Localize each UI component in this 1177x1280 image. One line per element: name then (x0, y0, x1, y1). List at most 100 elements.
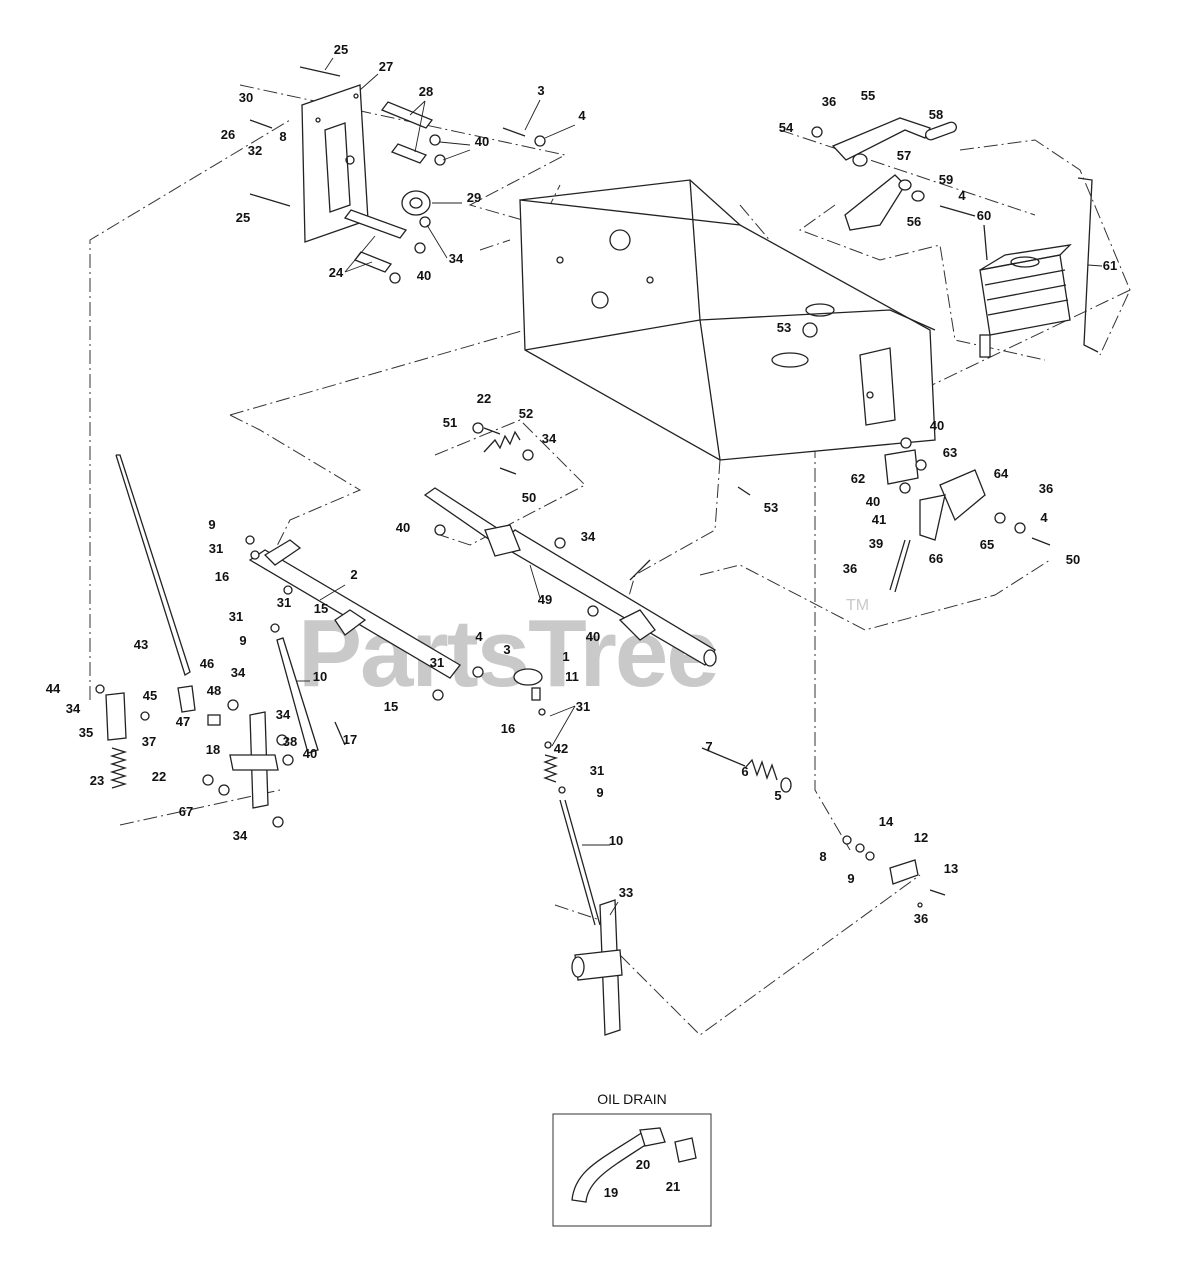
bolts (249, 66, 1051, 767)
callout-c56: 56 (907, 214, 921, 229)
callout-c43: 43 (134, 637, 148, 652)
transmission-frame (519, 179, 936, 461)
callout-c53a: 53 (777, 320, 791, 335)
callout-c29: 29 (467, 190, 481, 205)
callout-c42: 42 (554, 741, 568, 756)
callout-c31d: 31 (430, 655, 444, 670)
callout-c23: 23 (90, 773, 104, 788)
callout-c36c: 36 (843, 561, 857, 576)
callout-c36a: 36 (822, 94, 836, 109)
callout-c39: 39 (869, 536, 883, 551)
callout-c40d: 40 (866, 494, 880, 509)
callout-c17: 17 (343, 732, 357, 747)
knob (513, 668, 543, 701)
callout-c38: 38 (283, 734, 297, 749)
callout-c21: 21 (666, 1179, 680, 1194)
callout-c61: 61 (1103, 258, 1117, 273)
callout-c41: 41 (872, 512, 886, 527)
callout-c9b: 9 (239, 633, 246, 648)
link-rod-lower (538, 708, 601, 926)
control-lever (245, 535, 484, 701)
oil-drain-inset: OIL DRAIN (552, 1091, 712, 1227)
callout-c31f: 31 (590, 763, 604, 778)
callout-c9c: 9 (596, 785, 603, 800)
callout-c15a: 15 (314, 601, 328, 616)
callout-c6: 6 (741, 764, 748, 779)
inset-title: OIL DRAIN (597, 1091, 667, 1107)
callout-c40c: 40 (930, 418, 944, 433)
callout-c14: 14 (879, 814, 894, 829)
callout-c34c: 34 (581, 529, 596, 544)
callout-c34e: 34 (66, 701, 81, 716)
callout-c66: 66 (929, 551, 943, 566)
callout-c4a: 4 (578, 108, 586, 123)
callout-c24: 24 (329, 265, 344, 280)
callout-c31c: 31 (229, 609, 243, 624)
callout-c44: 44 (46, 681, 61, 696)
callout-c63: 63 (943, 445, 957, 460)
callout-c26: 26 (221, 127, 235, 142)
callout-c3b: 3 (503, 642, 510, 657)
adjust-spring (472, 422, 534, 461)
callout-c37: 37 (142, 734, 156, 749)
callout-c53b: 53 (764, 500, 778, 515)
callout-c31e: 31 (576, 699, 590, 714)
callout-c4c: 4 (1040, 510, 1048, 525)
callout-c46: 46 (200, 656, 214, 671)
callout-c22b: 22 (152, 769, 166, 784)
callout-c33: 33 (619, 885, 633, 900)
callout-c54: 54 (779, 120, 794, 135)
callout-c9d: 9 (847, 871, 854, 886)
callout-c10b: 10 (609, 833, 623, 848)
callout-c40b: 40 (417, 268, 431, 283)
callout-c8b: 8 (819, 849, 826, 864)
link-rod-upper (276, 637, 319, 754)
callout-c25b: 25 (236, 210, 250, 225)
callout-c2: 2 (350, 567, 357, 582)
callout-c47: 47 (176, 714, 190, 729)
callout-c16b: 16 (501, 721, 515, 736)
callout-c13: 13 (944, 861, 958, 876)
bracket-33 (571, 899, 623, 1036)
callout-c28: 28 (419, 84, 433, 99)
callout-c50a: 50 (522, 490, 536, 505)
callout-c20: 20 (636, 1157, 650, 1172)
callout-c9a: 9 (208, 517, 215, 532)
callout-c34g: 34 (233, 828, 248, 843)
callout-c51: 51 (443, 415, 457, 430)
callout-c31a: 31 (209, 541, 223, 556)
callout-c18: 18 (206, 742, 220, 757)
drain-elbow (639, 1127, 666, 1147)
callout-c34b: 34 (542, 431, 557, 446)
callout-c64: 64 (994, 466, 1009, 481)
right-linkage (884, 437, 1026, 593)
callout-c40f: 40 (586, 629, 600, 644)
callout-c30: 30 (239, 90, 253, 105)
callout-c4b: 4 (958, 188, 966, 203)
callout-c32: 32 (248, 143, 262, 158)
callout-c34d: 34 (231, 665, 246, 680)
callout-c40e: 40 (396, 520, 410, 535)
callout-c16a: 16 (215, 569, 229, 584)
trademark-mark: TM (846, 597, 869, 614)
control-shaft (423, 487, 717, 667)
callout-c34a: 34 (449, 251, 464, 266)
callout-c7: 7 (705, 739, 712, 754)
callout-c11: 11 (565, 669, 579, 684)
callout-c4d: 4 (475, 629, 483, 644)
leader-lines (296, 57, 1103, 1191)
rod-43 (115, 454, 191, 676)
callout-c10a: 10 (313, 669, 327, 684)
callout-c50b: 50 (1066, 552, 1080, 567)
right-cable-parts (744, 758, 946, 908)
callout-c65: 65 (980, 537, 994, 552)
callout-c49: 49 (538, 592, 552, 607)
callout-c27: 27 (379, 59, 393, 74)
spacers-and-bearing (343, 101, 446, 284)
callout-c58: 58 (929, 107, 943, 122)
callout-c57: 57 (897, 148, 911, 163)
callout-c22a: 22 (477, 391, 491, 406)
drain-fitting (674, 1137, 697, 1163)
callout-c15b: 15 (384, 699, 398, 714)
